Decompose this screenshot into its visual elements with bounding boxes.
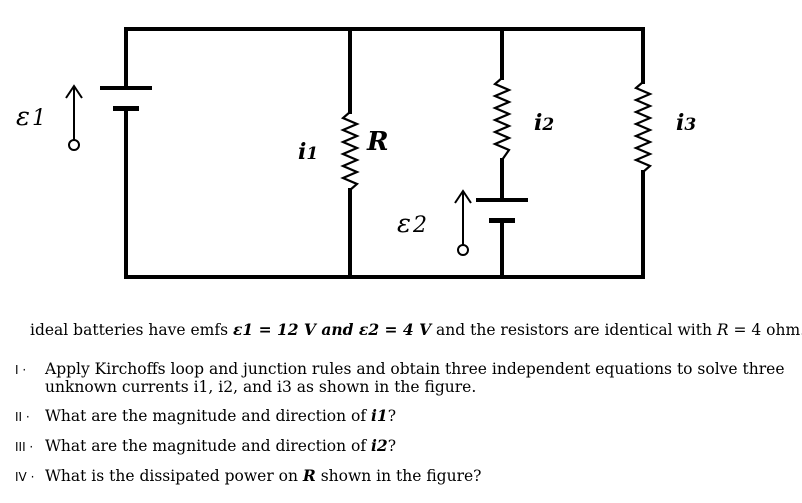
question-4-var: R [302, 466, 316, 485]
intro-text-b: and the resistors are identical with [431, 321, 717, 339]
intro-text-c: = 4 ohm. [728, 321, 802, 339]
question-1-text: Apply Kirchoffs loop and junction rules … [45, 360, 785, 396]
intro-text-a: ideal batteries have emfs [30, 321, 233, 339]
question-4-post: shown in the figure? [315, 467, 482, 485]
question-4-text: What is the dissipated power on [45, 467, 303, 485]
question-2: II · What are the magnitude and direction… [15, 407, 795, 426]
resistor-3 [633, 81, 653, 173]
question-3: III · What are the magnitude and directio… [15, 437, 795, 456]
question-2-number: II · [15, 410, 30, 424]
problem-statement: ideal batteries have emfs ε1 = 12 V and … [30, 320, 802, 339]
question-3-number: III · [15, 440, 34, 454]
i2-label: i2 [534, 110, 554, 136]
resistor-r [340, 111, 360, 191]
intro-r: R [716, 321, 729, 339]
r-label: R [366, 127, 389, 157]
resistor-2 [492, 77, 512, 161]
i3-label: i3 [676, 110, 696, 136]
battery-1 [100, 86, 152, 111]
i1-label: i1 [298, 139, 318, 165]
emf1-label-sub: 1 [32, 106, 46, 131]
emf1-label: ε [16, 102, 30, 132]
question-1-number: I · [15, 363, 27, 377]
question-3-post: ? [387, 437, 397, 455]
circuit-diagram: ε 1 ε 2 i1 R i2 i3 [16, 27, 696, 279]
intro-emf1: ε1 = 12 V and [232, 320, 359, 339]
question-3-text: What are the magnitude and direction of [45, 437, 372, 455]
emf2-label: ε [397, 209, 411, 239]
question-2-text: What are the magnitude and direction of [45, 407, 372, 425]
question-3-var: i2 [371, 436, 388, 455]
battery-2 [476, 198, 528, 223]
question-1: I · Apply Kirchoffs loop and junction rul… [15, 360, 795, 396]
question-2-var: i1 [371, 406, 388, 425]
question-4-number: IV · [15, 470, 35, 484]
question-4: IV · What is the dissipated power on R sh… [15, 467, 795, 486]
question-2-post: ? [387, 407, 397, 425]
intro-emf2: ε2 = 4 V [358, 320, 432, 339]
emf2-label-sub: 2 [412, 213, 427, 238]
emf2-arrow-icon [454, 189, 472, 256]
emf1-arrow-icon [65, 84, 83, 151]
